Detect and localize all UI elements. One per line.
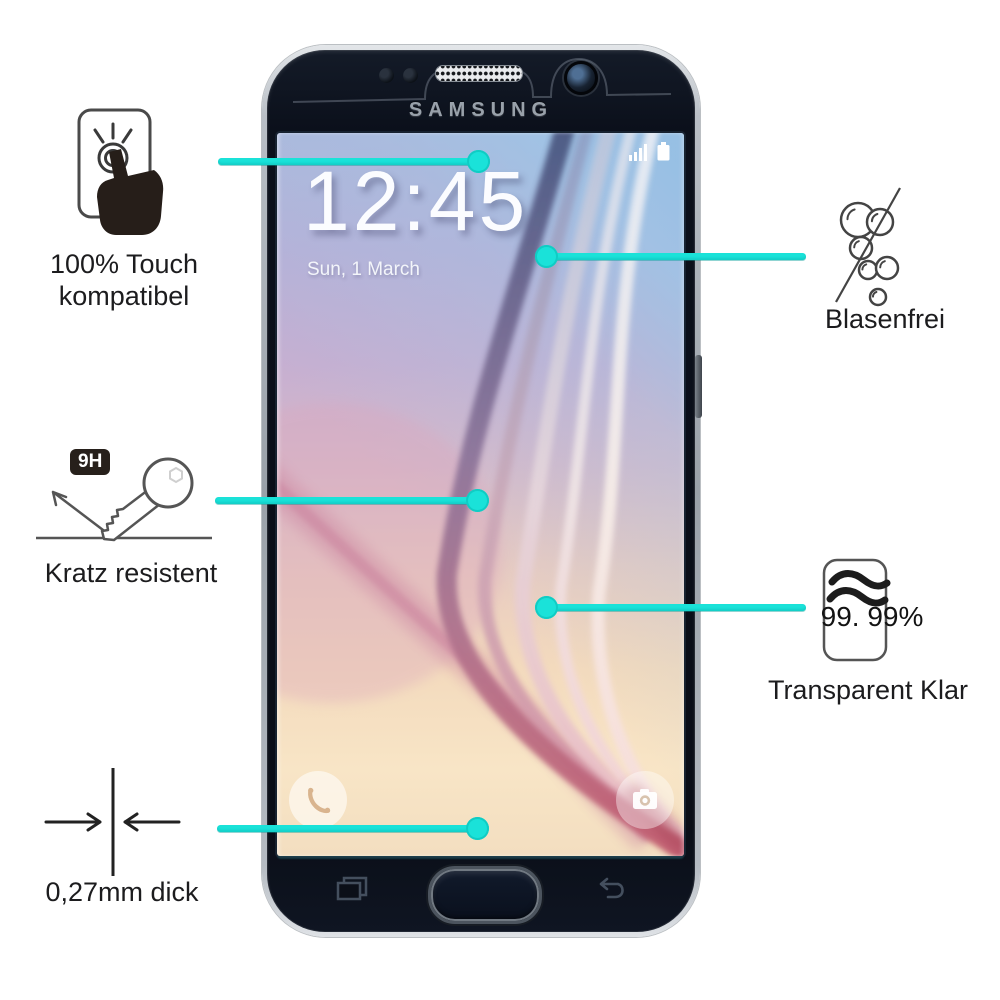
samsung-logo: SAMSUNG [408, 99, 554, 121]
lockscreen-date: Sun, 1 March [307, 259, 420, 280]
callout-line-clarity [546, 604, 806, 611]
power-side-button [695, 355, 702, 418]
feature-label-touch: 100% Touch kompatibel [19, 248, 229, 312]
feature-label-thickness: 0,27mm dick [45, 877, 199, 907]
clarity-percent-icon [822, 558, 891, 662]
feature-label-bubbles: Blasenfrei [824, 304, 946, 334]
feature-label-clarity: Transparent Klar [767, 675, 969, 705]
feature-label-touch-line2: kompatibel [58, 281, 190, 311]
recents-key-icon [336, 876, 368, 901]
feature-label-touch-line1: 100% Touch [49, 249, 199, 279]
home-button [428, 866, 542, 924]
key-scratch-icon [36, 457, 212, 542]
callout-line-scratch [215, 497, 477, 504]
camera-icon [633, 789, 657, 809]
phone-shortcut [289, 771, 347, 829]
clarity-value: 99. 99% [820, 601, 924, 632]
battery-icon [657, 142, 670, 161]
front-camera [564, 61, 598, 95]
back-key-icon [599, 877, 624, 899]
callout-dot-bubbles [535, 245, 558, 268]
touch-press-icon [77, 108, 164, 235]
phone-call-icon [308, 787, 331, 814]
status-bar [629, 142, 670, 161]
callout-dot-touch [467, 150, 490, 173]
no-bubbles-icon [835, 187, 901, 307]
callout-line-touch [218, 158, 478, 165]
earpiece-speaker [435, 65, 523, 82]
light-sensor [403, 68, 418, 83]
proximity-sensor [379, 68, 394, 83]
callout-dot-scratch [466, 489, 489, 512]
callout-line-thickness [217, 825, 477, 832]
thickness-arrows-icon [44, 768, 181, 876]
feature-label-scratch: Kratz resistent [44, 558, 218, 588]
signal-strength-icon [629, 144, 647, 161]
hardness-badge: 9H [70, 449, 111, 475]
callout-dot-clarity [535, 596, 558, 619]
callout-line-bubbles [546, 253, 806, 260]
callout-dot-thickness [466, 817, 489, 840]
camera-shortcut [616, 771, 674, 829]
lockscreen-clock: 12:45 [303, 154, 529, 248]
screen-protector-cutout-outline [292, 57, 672, 103]
